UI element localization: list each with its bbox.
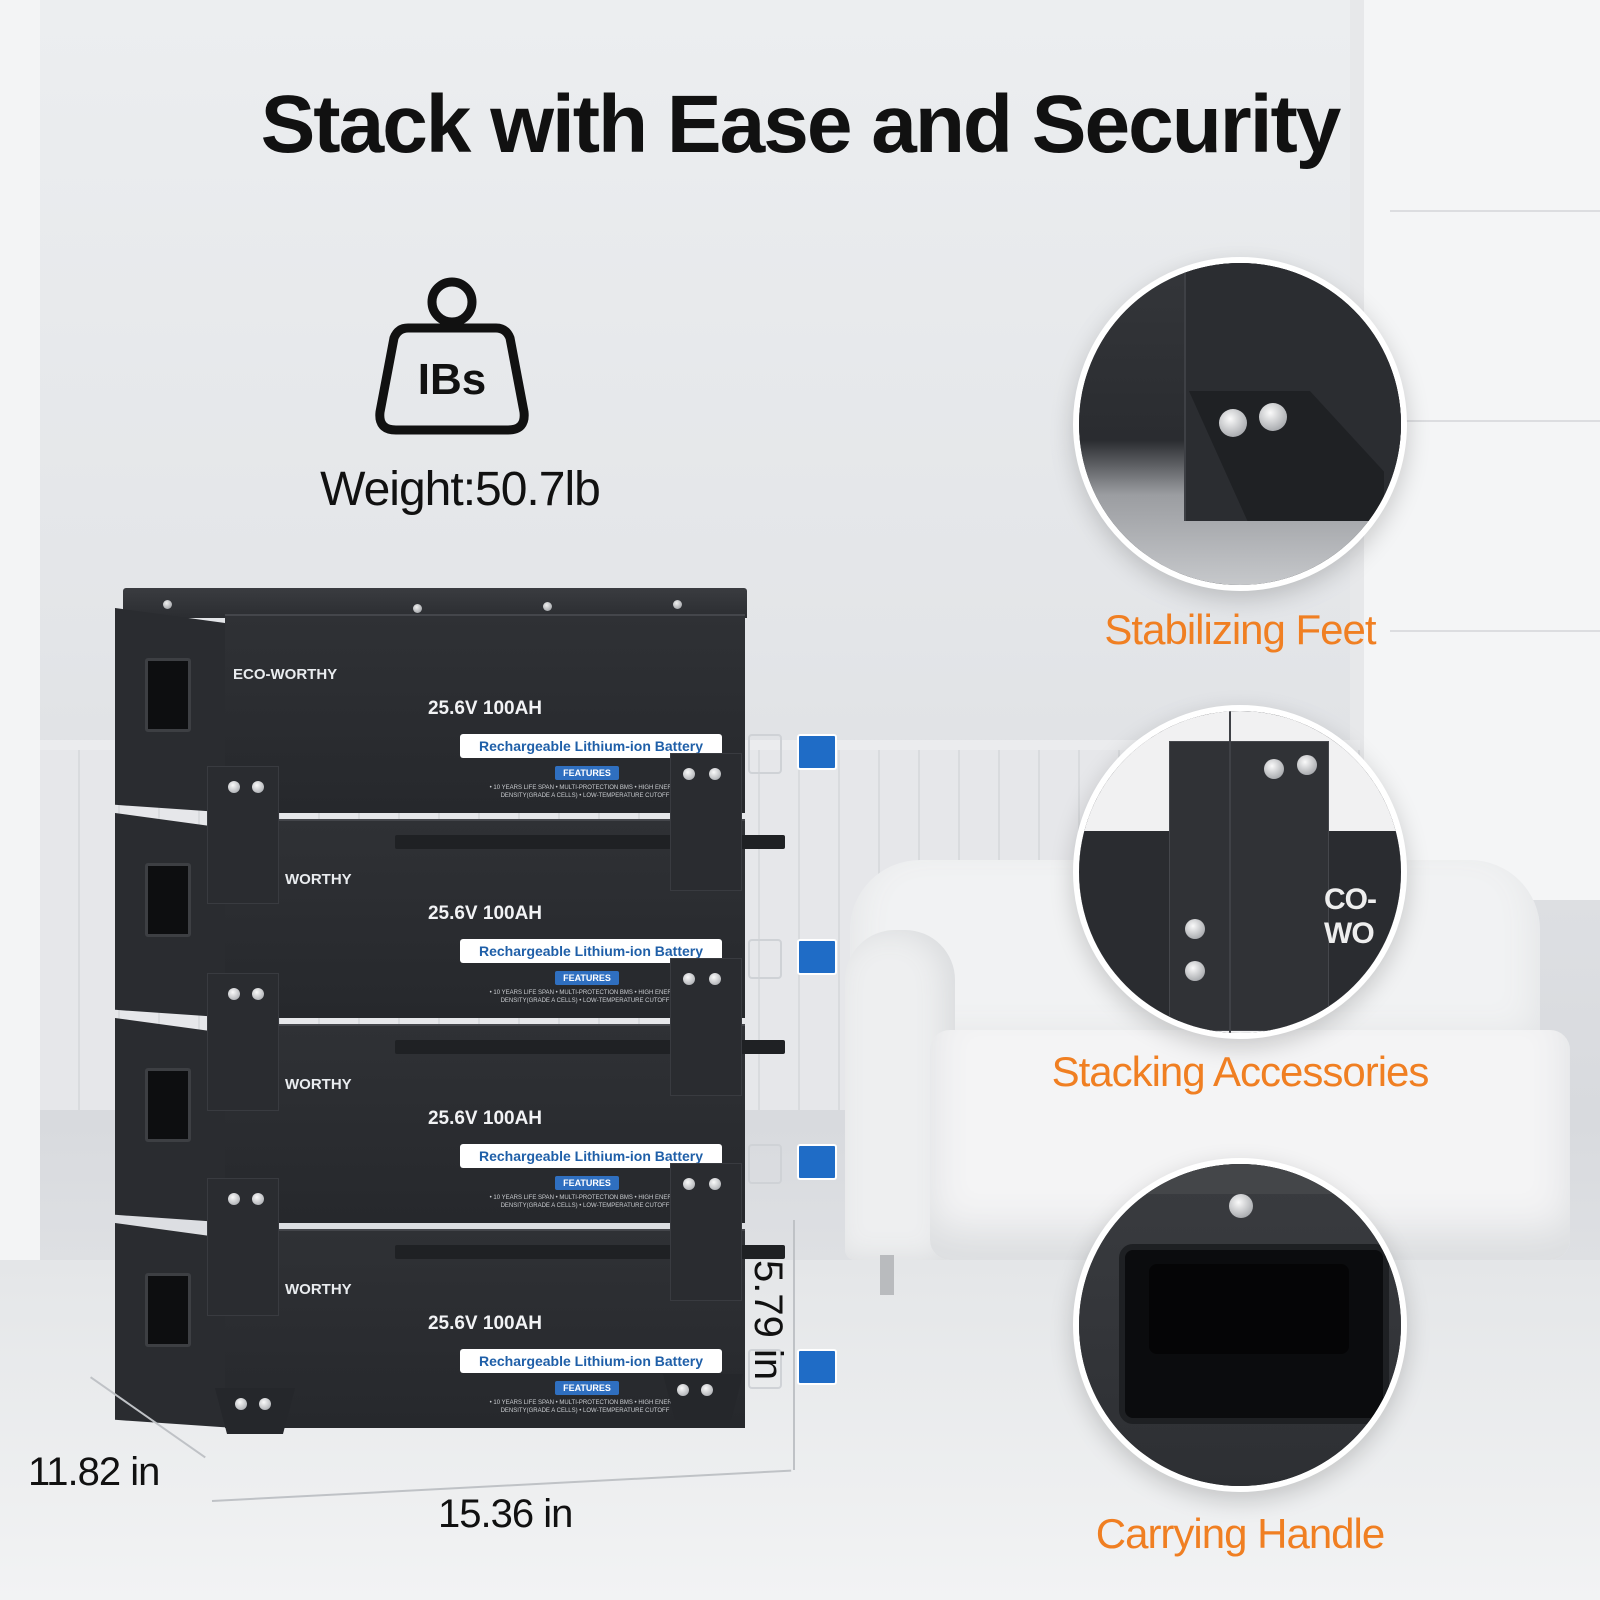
metal-case-icon bbox=[748, 939, 782, 979]
model-label: 25.6V 100AH bbox=[427, 1108, 543, 1129]
brand-label: WORTHY bbox=[285, 871, 352, 888]
metal-case-icon bbox=[748, 1349, 782, 1389]
bluetooth-icon bbox=[797, 1349, 837, 1385]
features-text: • 10 YEARS LIFE SPAN • MULTI-PROTECTION … bbox=[489, 1195, 681, 1209]
weight-icon-text: IBs bbox=[418, 355, 486, 404]
stacking-bracket-icon bbox=[207, 766, 279, 904]
depth-label: 11.82 in bbox=[28, 1450, 160, 1494]
battery-module-1: ECO-WORTHY 25.6V 100AH Rechargeable Lith… bbox=[115, 608, 837, 813]
brand-label: ECO-WORTHY bbox=[233, 666, 338, 683]
battery-stack: ECO-WORTHY 25.6V 100AH Rechargeable Lith… bbox=[115, 588, 837, 1468]
width-label: 15.36 in bbox=[438, 1492, 573, 1536]
sofa-leg bbox=[880, 1255, 894, 1295]
stacking-bracket-closeup-icon: CO-WO bbox=[1079, 711, 1401, 1033]
carrying-handle-caption: Carrying Handle bbox=[1095, 1510, 1385, 1557]
stacking-bracket-icon bbox=[207, 973, 279, 1111]
stacking-bracket-icon bbox=[670, 958, 742, 1096]
foot-icon bbox=[663, 1374, 743, 1420]
brand-label: WORTHY bbox=[285, 1281, 352, 1298]
stack-top-cover bbox=[123, 588, 747, 618]
stacking-image-text: CO-WO bbox=[1324, 883, 1377, 950]
features-label: FEATURES bbox=[555, 971, 619, 985]
stacking-accessories-caption: Stacking Accessories bbox=[1051, 1048, 1430, 1095]
stabilizing-feet-circle bbox=[1073, 257, 1407, 591]
bluetooth-icon bbox=[797, 1144, 837, 1180]
features-text: • 10 YEARS LIFE SPAN • MULTI-PROTECTION … bbox=[489, 785, 681, 799]
weight-label: Weight:50.7lb bbox=[320, 463, 601, 516]
battery-module-4: WORTHY 25.6V 100AH Rechargeable Lithium-… bbox=[115, 1223, 837, 1428]
bluetooth-icon bbox=[797, 734, 837, 770]
stacking-bracket-icon bbox=[670, 1163, 742, 1301]
handle-icon bbox=[145, 1068, 191, 1142]
features-text: • 10 YEARS LIFE SPAN • MULTI-PROTECTION … bbox=[489, 1400, 681, 1414]
brand-label: WORTHY bbox=[285, 1076, 352, 1093]
features-label: FEATURES bbox=[555, 766, 619, 780]
handle-icon bbox=[145, 1273, 191, 1347]
carrying-handle-circle bbox=[1073, 1158, 1407, 1492]
model-label: 25.6V 100AH bbox=[427, 698, 543, 719]
stacking-bracket-icon bbox=[670, 753, 742, 891]
stacking-bracket-icon bbox=[207, 1178, 279, 1316]
metal-case-icon bbox=[748, 734, 782, 774]
features-label: FEATURES bbox=[555, 1176, 619, 1190]
stabilizing-feet-caption: Stabilizing Feet bbox=[1104, 606, 1376, 653]
bluetooth-icon bbox=[797, 939, 837, 975]
subtitle-label: Rechargeable Lithium-ion Battery bbox=[460, 1349, 722, 1373]
handle-icon bbox=[145, 658, 191, 732]
carrying-handle-closeup-icon bbox=[1079, 1164, 1401, 1486]
metal-case-icon bbox=[748, 1144, 782, 1184]
features-label: FEATURES bbox=[555, 1381, 619, 1395]
height-dimension-line bbox=[793, 1220, 795, 1470]
headline: Stack with Ease and Security bbox=[260, 79, 1342, 170]
features-text: • 10 YEARS LIFE SPAN • MULTI-PROTECTION … bbox=[489, 990, 681, 1004]
stabilizing-feet-closeup-icon bbox=[1079, 263, 1401, 585]
subtitle-label: Rechargeable Lithium-ion Battery bbox=[460, 734, 722, 758]
model-label: 25.6V 100AH bbox=[427, 1313, 543, 1334]
weight-icon: IBs bbox=[372, 272, 532, 442]
height-label: 5.79 in bbox=[746, 1260, 790, 1381]
stacking-accessories-circle: CO-WO bbox=[1073, 705, 1407, 1039]
foot-icon bbox=[215, 1388, 295, 1434]
handle-icon bbox=[145, 863, 191, 937]
model-label: 25.6V 100AH bbox=[427, 903, 543, 924]
battery-module-3: WORTHY 25.6V 100AH Rechargeable Lithium-… bbox=[115, 1018, 837, 1223]
